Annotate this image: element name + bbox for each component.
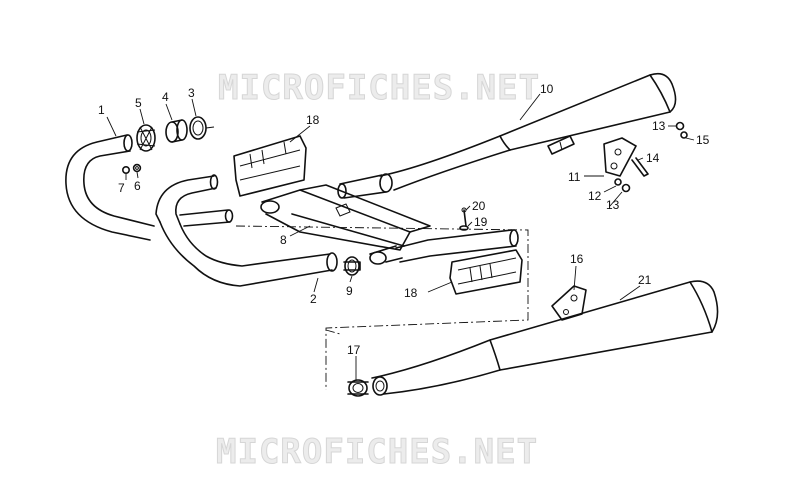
nut-12	[614, 178, 622, 186]
callout-13-lower: 13	[606, 198, 620, 212]
callout-14: 14	[646, 151, 660, 165]
clamp-9	[343, 256, 361, 276]
ring-4	[165, 121, 179, 143]
callout-9: 9	[346, 284, 353, 298]
callout-12: 12	[588, 189, 602, 203]
silencer-21	[371, 280, 719, 396]
washer-13-upper	[675, 121, 685, 131]
header-flange-assembly	[136, 116, 215, 152]
washer-13-lower	[621, 183, 631, 193]
gasket-3	[189, 116, 207, 140]
watermark-bottom: MICROFICHES.NET	[216, 432, 538, 472]
assembly-outline-lines	[235, 225, 529, 390]
clamp-17	[347, 379, 369, 397]
nut-and-washer	[122, 163, 142, 175]
silencer-10	[337, 72, 677, 199]
screw-and-washer	[459, 207, 469, 231]
bracket-11	[603, 137, 637, 177]
callout-6: 6	[134, 179, 141, 193]
nut-15	[680, 131, 688, 139]
callout-1: 1	[98, 103, 105, 117]
crossover-pipe-8	[260, 184, 519, 265]
exhaust-header-pipe-1	[65, 134, 155, 241]
callout-labels: 1 2 3 4 5 6 7 8 9 10 11 12 13 13 14 15 1…	[98, 82, 710, 357]
collet-5	[136, 124, 156, 152]
callout-13-upper: 13	[652, 119, 666, 133]
callout-3: 3	[188, 86, 195, 100]
callout-11: 11	[568, 170, 581, 184]
bolt-14	[631, 157, 649, 177]
callout-17: 17	[347, 343, 361, 357]
watermark-top: MICROFICHES.NET	[218, 68, 540, 108]
callout-leader-lines	[106, 93, 695, 380]
bracket-16	[551, 285, 587, 321]
callout-18-upper: 18	[306, 113, 320, 127]
heat-shield-18-upper	[233, 135, 307, 197]
callout-7: 7	[118, 181, 125, 195]
callout-5: 5	[135, 96, 142, 110]
exhaust-header-pipe-2	[155, 174, 338, 287]
callout-18-lower: 18	[404, 286, 418, 300]
washer-19	[459, 225, 469, 231]
silencer-mount-lug	[547, 135, 575, 155]
screw-20	[463, 209, 467, 227]
callout-4: 4	[162, 90, 169, 104]
callout-2: 2	[310, 292, 317, 306]
nut-7	[122, 166, 131, 175]
washer-6	[132, 163, 142, 173]
callout-19: 19	[474, 215, 488, 229]
callout-8: 8	[280, 233, 287, 247]
callout-21: 21	[638, 273, 652, 287]
heat-shield-18-lower	[449, 249, 523, 295]
callout-10: 10	[540, 82, 554, 96]
callout-15: 15	[696, 133, 710, 147]
silencer-mount-hardware	[547, 121, 688, 193]
callout-20: 20	[472, 199, 486, 213]
callout-16: 16	[570, 252, 584, 266]
